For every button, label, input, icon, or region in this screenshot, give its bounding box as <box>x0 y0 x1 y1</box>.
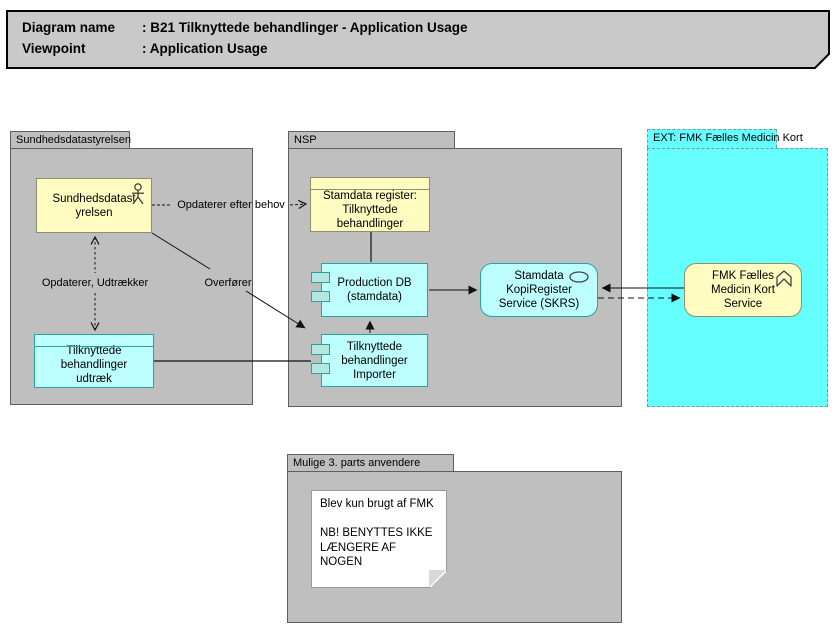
diagram-name-label: Diagram name <box>22 20 116 35</box>
component-port-icon <box>311 344 330 355</box>
group-tab-ext-fmk[interactable]: EXT: FMK Fælles Medicin Kort <box>647 129 803 148</box>
service-oval-icon <box>569 271 589 283</box>
note-fmk-usage[interactable]: Blev kun brugt af FMK NB! BENYTTES IKKE … <box>311 490 447 588</box>
fmk-label: FMK Fælles Medicin Kort Service <box>711 270 775 310</box>
element-tilknyttede-behandlinger-importer[interactable]: Tilknyttede behandlinger Importer <box>321 334 428 387</box>
label-opdaterer-efter-behov: Opdaterer efter behov <box>177 199 285 211</box>
component-port-icon <box>311 291 330 302</box>
diagram-name-row: Diagram name : B21 Tilknyttede behandling… <box>22 17 468 38</box>
group-tab-sundhedsdatastyrelsen[interactable]: Sundhedsdatastyrelsen <box>10 131 131 148</box>
diagram-name-value: : B21 Tilknyttede behandlinger - Applica… <box>142 20 468 35</box>
data-object-band-icon <box>311 178 429 190</box>
title-bar-shape <box>6 10 830 69</box>
chevron-icon <box>776 270 792 287</box>
group-tab-mulige-3-parts-anvendere[interactable]: Mulige 3. parts anvendere <box>287 454 454 471</box>
skrs-label: Stamdata KopiRegister Service (SKRS) <box>498 270 580 310</box>
component-port-icon <box>311 272 330 283</box>
element-sundhedsdatastyrelsen-actor[interactable]: Sundhedsdatast yrelsen <box>36 178 152 233</box>
element-fmk-service[interactable]: FMK Fælles Medicin Kort Service <box>684 263 802 317</box>
actor-label: Sundhedsdatast yrelsen <box>52 192 136 219</box>
diagram-title-bar: Diagram name : B21 Tilknyttede behandling… <box>6 10 831 70</box>
production-db-label: Production DB (stamdata) <box>337 277 412 303</box>
viewpoint-label: Viewpoint <box>22 41 86 56</box>
label-opdaterer-udtraekker: Opdaterer, Udtrækker <box>41 277 149 289</box>
label-overfoerer: Overfører <box>204 277 252 289</box>
element-production-db[interactable]: Production DB (stamdata) <box>321 263 428 317</box>
viewpoint-row: Viewpoint : Application Usage <box>22 38 468 59</box>
note-text: Blev kun brugt af FMK NB! BENYTTES IKKE … <box>320 498 434 568</box>
data-object-band-icon <box>35 335 153 347</box>
importer-label: Tilknyttede behandlinger Importer <box>341 340 408 381</box>
viewpoint-value: : Application Usage <box>142 41 268 56</box>
element-stamdata-register[interactable]: Stamdata register: Tilknyttede behandlin… <box>310 177 430 232</box>
element-tilknyttede-behandlinger-udtraek[interactable]: Tilknyttede behandlinger udtræk <box>34 334 154 388</box>
element-skrs-service[interactable]: Stamdata KopiRegister Service (SKRS) <box>480 263 598 317</box>
udtraek-label: Tilknyttede behandlinger udtræk <box>60 345 128 385</box>
actor-icon <box>132 183 144 205</box>
component-port-icon <box>311 363 330 374</box>
group-tab-nsp[interactable]: NSP <box>288 131 455 148</box>
stamdata-register-label: Stamdata register: Tilknyttede behandlin… <box>323 189 417 230</box>
